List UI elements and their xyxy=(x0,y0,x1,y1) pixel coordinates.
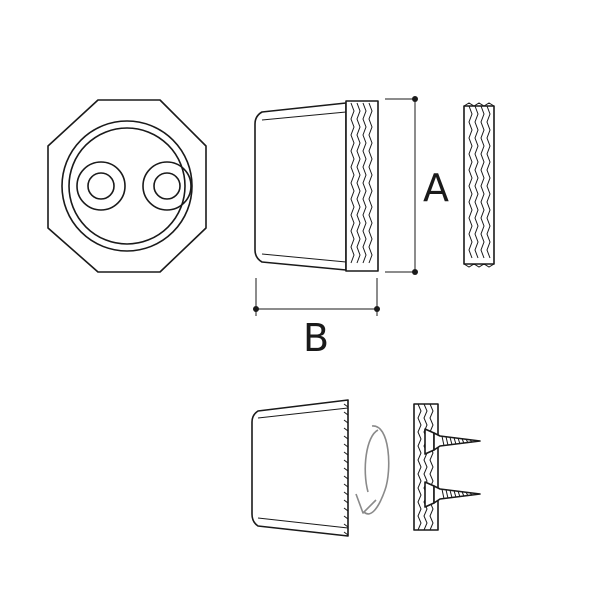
mounting-ring-thread-ridge xyxy=(417,403,422,531)
dim-b-end-left xyxy=(253,306,259,312)
top-view xyxy=(47,99,207,273)
dimension-a: A xyxy=(385,96,449,275)
dimension-label-b: B xyxy=(303,316,329,360)
screw-thread-mark xyxy=(441,489,445,499)
outer-ring xyxy=(61,120,193,252)
screw-thread-mark xyxy=(465,438,469,444)
assembly-cap-thread-tick xyxy=(343,515,349,520)
assembly-cap-thread-tick xyxy=(343,459,349,464)
screw-thread-mark xyxy=(453,490,457,498)
screw-bottom-thread-marks xyxy=(441,489,473,499)
thread-ridge xyxy=(356,102,361,264)
left-hole-inner xyxy=(87,172,115,200)
assembly-cap-thread-tick xyxy=(343,491,349,496)
assembly-cap-thread-tick xyxy=(343,451,349,456)
screw-thread-mark xyxy=(453,437,457,445)
dim-a-end-bottom xyxy=(412,269,418,275)
screw-top xyxy=(424,428,481,455)
ring-thread-ridge xyxy=(486,105,491,259)
assembly-cap-thread-tick xyxy=(343,427,349,432)
assembly-cap-thread-tick xyxy=(343,443,349,448)
mounting-ring-thread-ridge xyxy=(423,403,428,531)
screw-thread-mark xyxy=(469,492,473,496)
screw-top-thread-marks xyxy=(441,436,473,446)
octagon-outline xyxy=(47,99,207,273)
ring-thread-bottom-edge xyxy=(463,263,495,268)
dimension-b: B xyxy=(253,278,380,360)
dim-b-end-right xyxy=(374,306,380,312)
right-hole-inner xyxy=(153,172,181,200)
assembly-cap-thread-tick xyxy=(343,435,349,440)
screw-thread-mark xyxy=(445,436,449,446)
mounting-ring xyxy=(413,403,439,531)
assembly-cap-thread-tick xyxy=(343,499,349,504)
screw-thread-mark xyxy=(465,491,469,497)
ring-thread-ridge xyxy=(468,105,473,259)
assembly-cap-thread-marks xyxy=(343,403,349,536)
inner-ring xyxy=(68,127,186,245)
mounting-ring-body xyxy=(413,403,439,531)
screw-thread-mark xyxy=(469,439,473,443)
mounting-ring-thread-ridge xyxy=(429,403,434,531)
rotation-arrowhead xyxy=(355,493,377,514)
assembly-cap-thread-tick xyxy=(343,403,349,408)
assembly-cap-edge-top xyxy=(257,407,349,419)
thread-ridge xyxy=(368,102,373,264)
assembly-cap-edge-bottom xyxy=(257,517,349,529)
cap-edge-bottom xyxy=(261,253,347,263)
ring-thread-ridges xyxy=(463,102,495,268)
dim-a-end-top xyxy=(412,96,418,102)
rotation-arrow-icon xyxy=(355,425,390,515)
screw-thread-mark xyxy=(445,489,449,499)
assembly-cap-thread-tick xyxy=(343,523,349,528)
thread-ridges xyxy=(350,102,373,264)
screw-bottom xyxy=(424,481,481,508)
screw-top-head xyxy=(424,428,435,455)
thread-ridge xyxy=(362,102,367,264)
right-hole-outer xyxy=(142,161,192,211)
threaded-ring-profile xyxy=(463,102,495,268)
thread-ridge xyxy=(350,102,355,264)
assembly-cap-thread-tick xyxy=(343,483,349,488)
left-hole-outer xyxy=(76,161,126,211)
ring-thread-top-edge xyxy=(463,102,495,107)
screw-bottom-shank xyxy=(433,485,481,504)
screw-thread-mark xyxy=(449,437,453,445)
rotation-arrow-path xyxy=(363,425,390,515)
assembly-cap-thread-tick xyxy=(343,475,349,480)
screw-thread-mark xyxy=(449,490,453,498)
rotation-arrow-back xyxy=(364,429,379,493)
ring-thread-ridge xyxy=(480,105,485,259)
ring-thread-ridge xyxy=(474,105,479,259)
thread-section xyxy=(345,100,379,272)
assembly-cap-thread-tick xyxy=(343,531,349,536)
screw-bottom-head xyxy=(424,481,435,508)
assembly-cap-thread-tick xyxy=(343,419,349,424)
dimension-label-a: A xyxy=(423,166,449,210)
cap-edge-top xyxy=(261,111,347,121)
screw-thread-mark xyxy=(457,437,461,445)
assembly-cap-body xyxy=(251,399,349,537)
screw-top-shank xyxy=(433,432,481,451)
cap-body xyxy=(254,102,347,271)
assembly-cap-thread-tick xyxy=(343,507,349,512)
assembly-cap-thread-tick xyxy=(343,411,349,416)
assembly-cap-thread-tick xyxy=(343,467,349,472)
mounting-ring-thread-ridges xyxy=(417,403,434,531)
assembly-cap xyxy=(251,399,349,537)
screw-thread-mark xyxy=(441,436,445,446)
side-view xyxy=(254,100,379,272)
screw-thread-mark xyxy=(461,491,465,497)
screw-thread-mark xyxy=(457,490,461,498)
screw-thread-mark xyxy=(461,438,465,444)
